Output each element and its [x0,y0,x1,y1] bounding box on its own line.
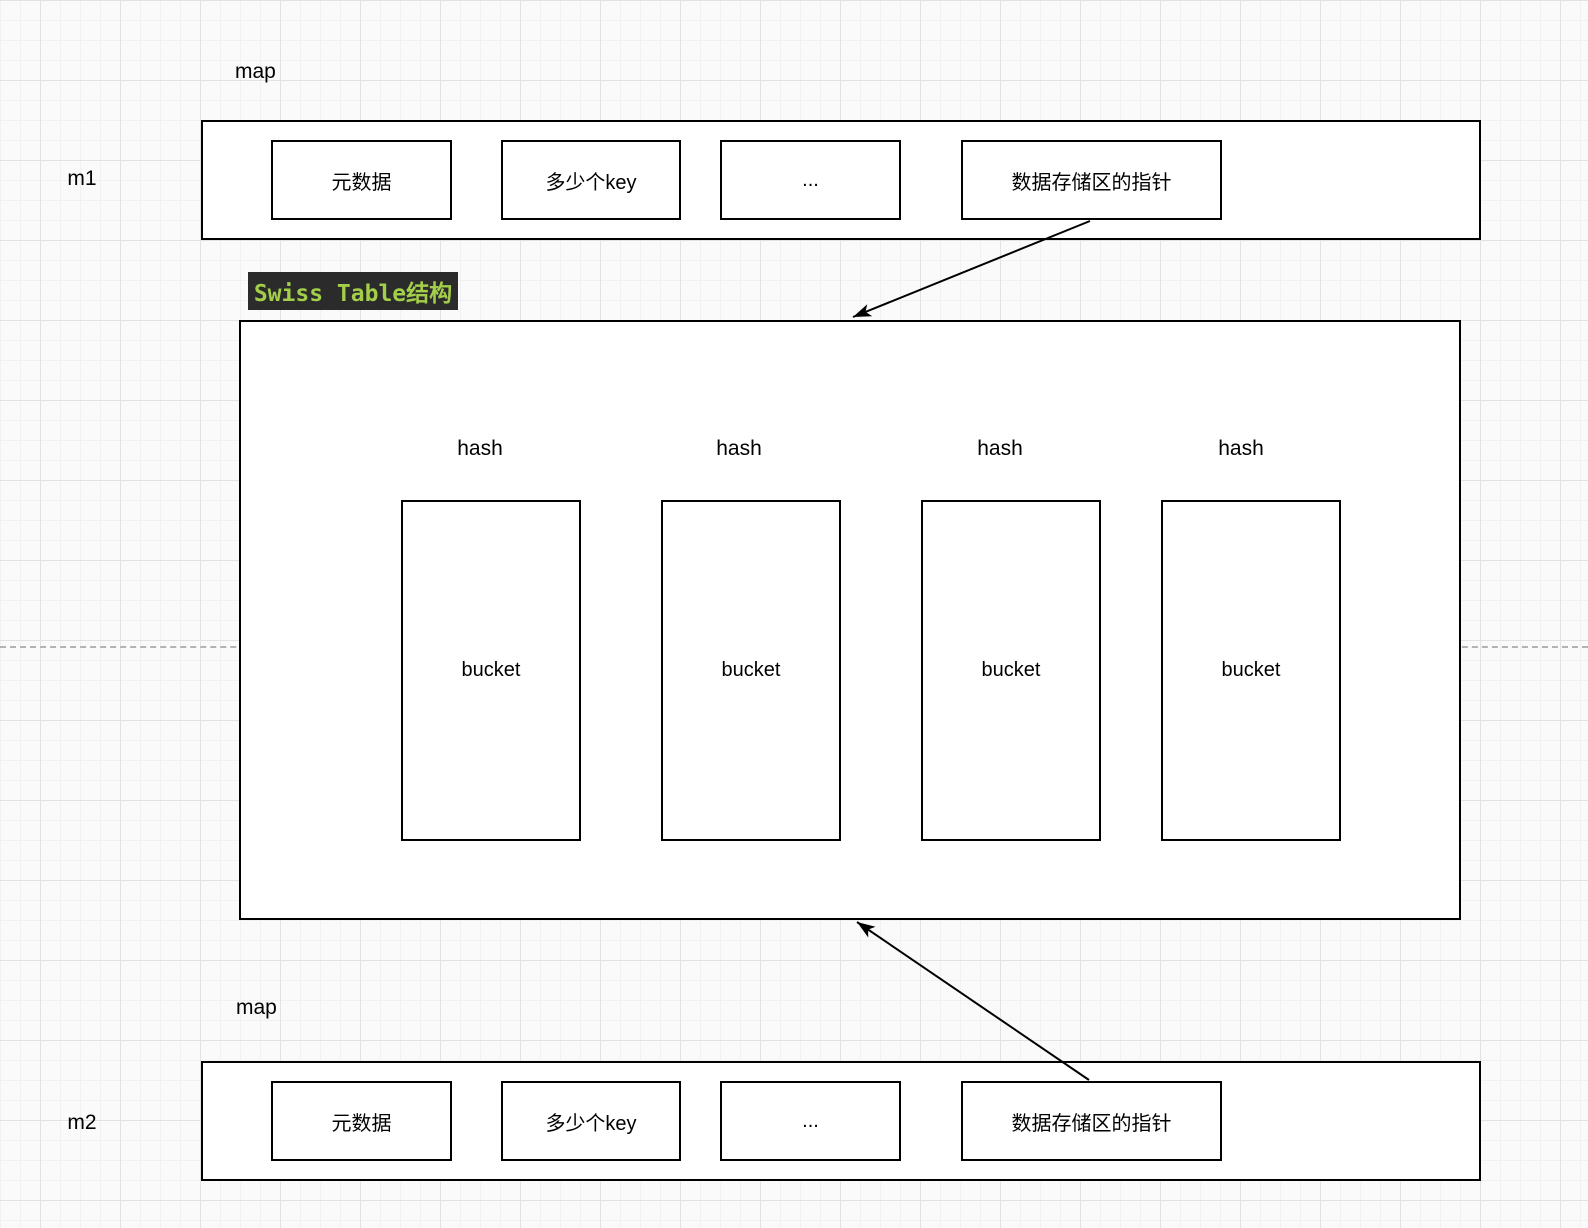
hash-label-4: hash [1218,437,1264,460]
m2-variable-label: m2 [67,1111,97,1134]
map-type-label-top: map [235,60,276,83]
m1-cell-key-count: 多少个key [501,140,681,220]
hash-label-3: hash [977,437,1023,460]
arrow-m2-pointer-to-swiss-table [856,921,1090,1081]
bucket-box-4: bucket [1161,500,1341,841]
hash-label-2: hash [716,437,762,460]
m1-variable-label: m1 [67,167,97,190]
bucket-box-3: bucket [921,500,1101,841]
m2-cell-data-pointer: 数据存储区的指针 [961,1081,1222,1161]
bucket-box-1: bucket [401,500,581,841]
swiss-table-title-badge: Swiss Table结构 [248,272,458,310]
m2-cell-key-count: 多少个key [501,1081,681,1161]
m2-cell-metadata: 元数据 [271,1081,452,1161]
m2-cell-ellipsis: ... [720,1081,901,1161]
bucket-box-2: bucket [661,500,841,841]
map-type-label-bottom: map [236,996,277,1019]
hash-label-1: hash [457,437,503,460]
m1-cell-ellipsis: ... [720,140,901,220]
m1-cell-metadata: 元数据 [271,140,452,220]
m1-cell-data-pointer: 数据存储区的指针 [961,140,1222,220]
